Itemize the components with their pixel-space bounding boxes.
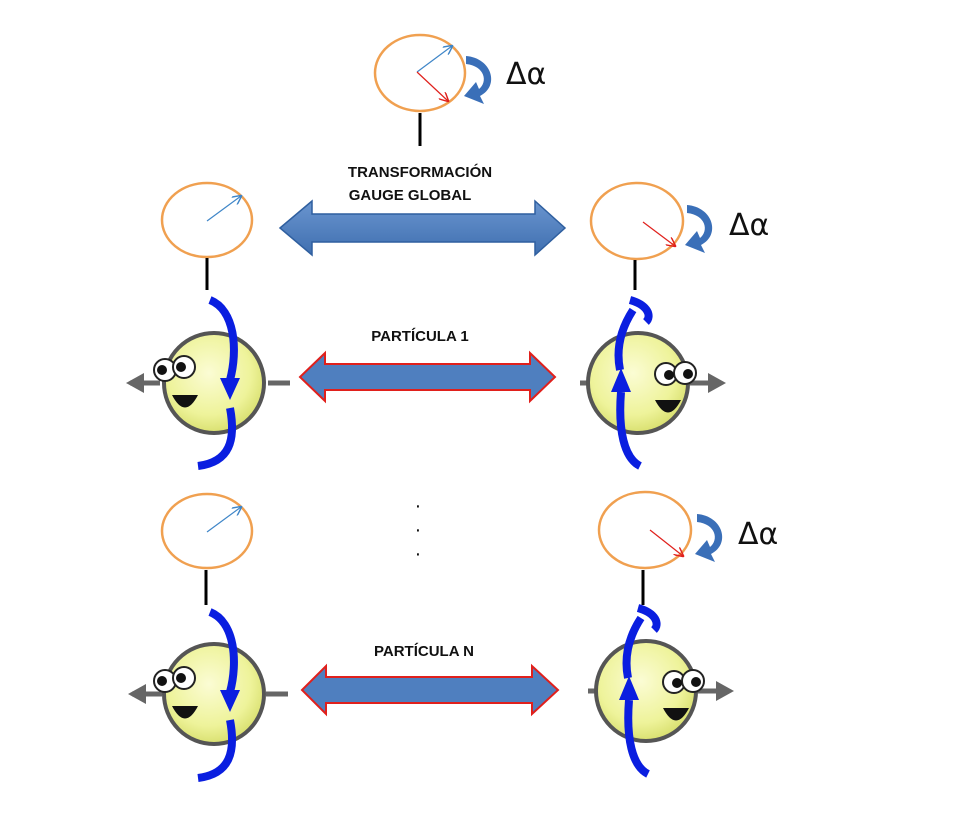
rotation-arrow-icon — [464, 56, 492, 104]
particle-1-arrow — [298, 350, 557, 404]
transformation-label-line2: GAUGE GLOBAL — [349, 187, 472, 204]
phase-circle-icon — [373, 33, 467, 113]
original-phase-arrow — [206, 196, 241, 222]
phase-circle-icon — [160, 492, 254, 570]
spin-up-arrow — [628, 296, 653, 325]
delta-alpha-label: Δα — [506, 57, 546, 92]
particle-n-arrow — [300, 663, 560, 717]
particle-1-right — [580, 296, 726, 470]
rotated-phase-arrow — [649, 529, 683, 556]
rotated-phase-arrow — [642, 221, 675, 246]
spin-down-arrow — [208, 296, 238, 382]
particle-n-label: PARTÍCULA N — [374, 643, 474, 660]
delta-alpha-label: Δα — [729, 208, 769, 243]
particle-n-right — [588, 604, 734, 778]
spin-up-arrow — [636, 604, 661, 633]
rotation-arrow-icon — [695, 514, 723, 562]
particle-n-left — [128, 608, 288, 782]
ellipsis-dot-3: · — [415, 543, 422, 565]
ellipsis-dot-1: · — [415, 495, 422, 517]
right-phase-group-n: Δα — [597, 490, 778, 605]
phase-circle-icon — [160, 181, 254, 259]
top-phase-group: Δα — [373, 33, 546, 146]
ellipsis-dot-2: · — [415, 519, 422, 541]
original-phase-arrow — [206, 507, 241, 533]
smiley-particle-icon — [162, 642, 266, 746]
smiley-particle-icon — [162, 331, 266, 435]
global-transformation-arrow — [278, 199, 567, 257]
transformation-label-line1: TRANSFORMACIÓN — [348, 163, 492, 181]
phase-circle-icon — [589, 181, 685, 261]
spin-down-arrow — [208, 608, 238, 694]
left-phase-group-n — [160, 492, 254, 605]
particle-1-label: PARTÍCULA 1 — [371, 328, 469, 345]
delta-alpha-label: Δα — [738, 517, 778, 552]
original-phase-arrow — [416, 46, 452, 73]
rotation-arrow-icon — [685, 205, 713, 253]
left-phase-group-1 — [160, 181, 254, 290]
rotated-phase-arrow — [416, 71, 448, 101]
right-phase-group-1: Δα — [589, 181, 769, 290]
particle-1-left — [126, 296, 290, 470]
phase-circle-icon — [597, 490, 693, 570]
